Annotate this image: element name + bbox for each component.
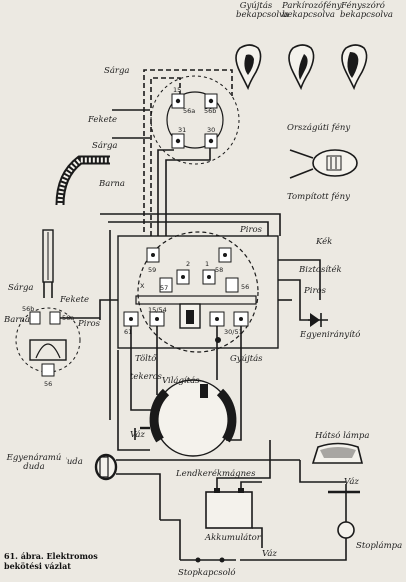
label-stopkapcsolo: Stopkapcsoló — [178, 567, 236, 578]
flywheel-magneto — [149, 379, 237, 457]
terminal-61: 61 — [124, 328, 132, 336]
caption-line2: bekötési vázlat — [4, 561, 71, 571]
ignition-switch — [150, 75, 240, 165]
label-sarga-top: Sárga — [104, 65, 129, 76]
headlight-dimmer-switch — [15, 229, 81, 377]
switch-label-gyujtas: Gyújtás bekapcsolva — [236, 1, 289, 20]
terminal-31: 31 — [178, 126, 186, 134]
label-fekete-top: Fekete — [87, 115, 117, 125]
label-fekete-left: Fekete — [59, 295, 89, 305]
terminal-1: 1 — [205, 260, 209, 268]
terminal-15-54: 15/54 — [148, 306, 167, 314]
label-sarga-left: Sárga — [8, 282, 33, 293]
horn — [94, 453, 118, 481]
terminal-58: 58 — [215, 266, 223, 274]
label-vaz-right: Váz — [344, 476, 359, 487]
rear-lamp — [311, 442, 364, 464]
label-vaz-left: Váz — [130, 429, 145, 440]
battery — [205, 488, 253, 529]
label-piros-center: Piros — [239, 225, 263, 235]
label-egyenirany: Egyenirányító — [299, 329, 360, 340]
label-biztositek: Biztosíték — [298, 264, 342, 275]
switch-icon-fenyszoro — [341, 44, 368, 91]
label-akkumulator: Akkumulátor — [204, 532, 262, 543]
stop-lamp — [337, 521, 355, 539]
label-tolto: Töltő — [135, 353, 157, 364]
label-vaz-bottom: Váz — [262, 548, 277, 559]
terminal-56b: 56b — [204, 107, 216, 115]
label-sarga-mid: Sárga — [92, 140, 117, 151]
switch-label-fenyszoro: Fényszóró bekapcsolva — [340, 1, 393, 20]
caption-line1: 61. ábra. Elektromos — [4, 551, 98, 561]
switch-icon-parkirozo — [288, 44, 315, 91]
label-piros-left: Piros — [77, 319, 101, 329]
label-tompitott: Tompított fény — [287, 191, 350, 202]
label-barna-mid: Barna — [98, 179, 125, 189]
label-lendkerek: Lendkerékmágnes — [175, 468, 256, 479]
terminal-2: 2 — [186, 260, 190, 268]
terminal-x: X — [140, 282, 145, 290]
label-kek: Kék — [315, 236, 332, 247]
distribution-box — [117, 231, 279, 353]
label-tekercs: tekercs — [130, 372, 162, 382]
switch-label-parkirozo: Parkírozófény bekapcsolva — [282, 1, 342, 20]
label-stoplampa: Stoplámpa — [356, 540, 402, 551]
rectifier — [308, 313, 328, 327]
label-piros-right: Piros — [303, 286, 327, 296]
switch-icon-gyujtas — [235, 44, 262, 91]
stop-switch — [180, 557, 236, 563]
label-hatso: Hátsó lámpa — [314, 430, 369, 441]
terminal-56-left: 56 — [44, 380, 52, 388]
terminal-56: 56 — [241, 283, 249, 291]
terminal-30: 30 — [207, 126, 215, 134]
terminal-56b-left: 56b — [22, 305, 34, 313]
terminal-56a: 56a — [183, 107, 195, 115]
label-duda: Egyenáramú duda — [2, 454, 66, 472]
label-vilagitas: Világítás — [162, 375, 200, 386]
label-barna-left: Barna — [3, 315, 30, 325]
terminal-15: 15 — [173, 86, 181, 94]
terminal-57: 57 — [160, 284, 168, 292]
label-gyujtas: Gyújtás — [230, 353, 263, 364]
terminal-30-51: 30/51 — [224, 328, 243, 336]
terminal-59: 59 — [148, 266, 156, 274]
headlamp-bulb — [289, 149, 358, 179]
label-orszaguti: Országúti fény — [287, 122, 350, 133]
